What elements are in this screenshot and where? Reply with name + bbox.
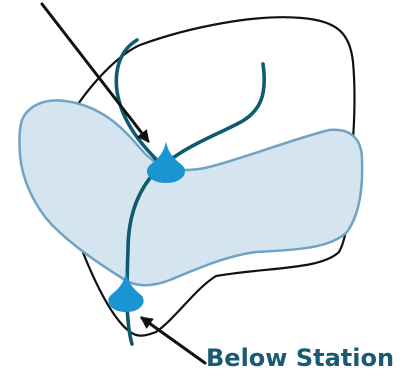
below-station-arrow bbox=[142, 318, 205, 363]
shaded-band bbox=[19, 100, 362, 285]
below-station-label: Below Station bbox=[206, 343, 394, 373]
